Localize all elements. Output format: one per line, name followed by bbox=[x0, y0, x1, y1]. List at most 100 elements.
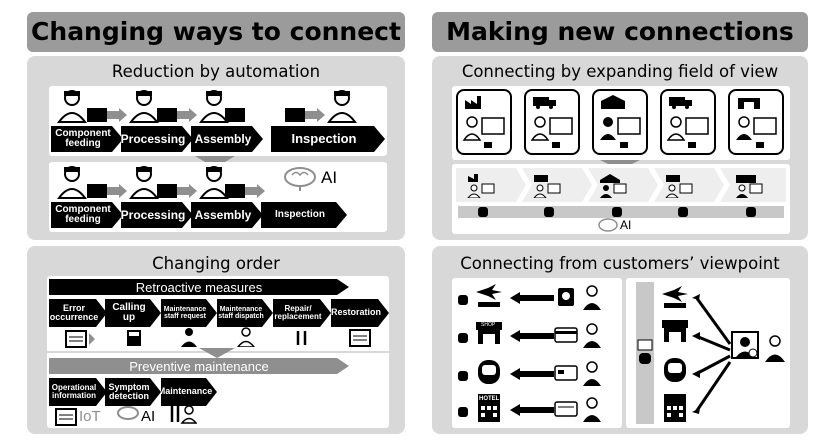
shop-label: SHOP bbox=[481, 322, 496, 328]
left-arrow-icon bbox=[510, 404, 554, 416]
customer-left-box: SHOP HOTEL bbox=[452, 278, 622, 428]
tools-icon bbox=[296, 331, 307, 345]
airport-icon bbox=[476, 284, 502, 307]
operator-icon bbox=[462, 116, 505, 148]
ai-label: AI bbox=[620, 218, 632, 232]
step-repair-replacement: Repair/ replacement bbox=[273, 299, 331, 327]
database-icon bbox=[458, 407, 468, 417]
field-bottom-row: AI bbox=[452, 164, 790, 234]
step-processing: Processing bbox=[121, 126, 193, 152]
field-top-row bbox=[452, 86, 790, 160]
staff-icon bbox=[181, 328, 197, 347]
part-block bbox=[225, 108, 245, 122]
retroactive-bar: Retroactive measures bbox=[49, 279, 349, 295]
maintenance-staff-icon bbox=[170, 405, 197, 424]
customer-panel: Connecting from customers’ viewpoint SHO… bbox=[432, 246, 808, 434]
site-frame bbox=[728, 89, 784, 155]
step-maintenance-staff-dispatch: Maintenance staff dispatch bbox=[217, 299, 273, 327]
step-calling-up: Calling up bbox=[105, 299, 161, 327]
robot-cleaner-icon bbox=[664, 358, 686, 382]
database-icon bbox=[458, 371, 468, 381]
worker-icon bbox=[129, 166, 159, 199]
order-title: Changing order bbox=[152, 254, 280, 273]
site-mini-icon bbox=[533, 175, 561, 198]
part-block bbox=[157, 108, 177, 122]
customer-icon bbox=[583, 323, 601, 348]
part-block bbox=[87, 108, 107, 122]
automation-row2: AI Component feeding Processing Assembly… bbox=[49, 162, 387, 232]
part-block bbox=[225, 184, 245, 198]
profile-database-icon bbox=[637, 339, 653, 364]
site-mini-icon bbox=[600, 174, 627, 198]
worker-icon bbox=[57, 166, 87, 199]
shop-icon bbox=[476, 322, 502, 344]
hotel-icon bbox=[664, 394, 686, 422]
step-component-feeding: Component feeding bbox=[51, 126, 123, 152]
shop-icon bbox=[662, 320, 688, 342]
database-icon bbox=[458, 295, 468, 305]
step-error-occurrence: Error occurrence bbox=[49, 299, 107, 327]
database-icon bbox=[478, 207, 488, 217]
database-icon bbox=[678, 207, 688, 217]
passport-icon bbox=[558, 288, 574, 306]
ai-label: AI bbox=[321, 168, 338, 187]
step-operational-information: Operational information bbox=[49, 378, 107, 406]
worker-icon bbox=[199, 166, 229, 199]
step-maintenance: Maintenance bbox=[161, 378, 217, 406]
connection-arrows bbox=[692, 294, 732, 414]
step-maintenance-staff-request: Maintenance staff request bbox=[161, 299, 217, 327]
brain-icon bbox=[284, 167, 316, 191]
left-arrow-icon bbox=[510, 368, 554, 380]
database-icon bbox=[746, 207, 756, 217]
step-processing: Processing bbox=[121, 202, 193, 228]
store-icon bbox=[738, 98, 760, 109]
arrow-icon bbox=[107, 108, 127, 122]
arrow-icon bbox=[177, 108, 197, 122]
automation-row1: Component feeding Processing Assembly In… bbox=[49, 86, 387, 156]
site-mini-icon bbox=[736, 175, 763, 198]
arrow-icon bbox=[305, 108, 325, 122]
down-arrow-icon bbox=[199, 348, 235, 358]
machine-icon bbox=[55, 408, 77, 426]
order-panel: Changing order Retroactive measures Erro… bbox=[27, 246, 405, 434]
brain-icon bbox=[117, 406, 139, 420]
order-box: Retroactive measures Error occurrence Ca… bbox=[47, 276, 389, 428]
customer-icon bbox=[583, 285, 601, 310]
customer-icon bbox=[583, 397, 601, 422]
site-frame bbox=[592, 89, 648, 155]
warehouse-icon bbox=[601, 95, 625, 109]
operator-icon bbox=[600, 117, 641, 148]
truck-icon bbox=[669, 97, 692, 109]
step-restoration: Restoration bbox=[331, 299, 389, 327]
site-frame bbox=[660, 89, 716, 155]
worker-icon bbox=[57, 90, 87, 123]
part-block bbox=[157, 184, 177, 198]
step-inspection: Inspection bbox=[261, 202, 347, 228]
site-mini-icon bbox=[467, 174, 495, 198]
arrow-icon bbox=[107, 184, 127, 198]
site-frame bbox=[456, 89, 512, 155]
left-header: Changing ways to connect bbox=[27, 12, 405, 52]
ai-label: AI bbox=[141, 408, 156, 425]
step-assembly: Assembly bbox=[191, 126, 263, 152]
factory-icon bbox=[465, 96, 481, 109]
machine-icon bbox=[349, 329, 371, 347]
database-icon bbox=[458, 333, 468, 343]
hotel-label: HOTEL bbox=[479, 396, 500, 402]
card-icon bbox=[554, 365, 578, 381]
database-icon bbox=[544, 207, 554, 217]
robot-cleaner-icon bbox=[478, 360, 500, 384]
automation-title: Reduction by automation bbox=[111, 62, 321, 81]
part-block bbox=[87, 184, 107, 198]
card-icon bbox=[554, 327, 578, 343]
step-assembly: Assembly bbox=[191, 202, 263, 228]
step-inspection: Inspection bbox=[271, 126, 385, 152]
worker-icon bbox=[129, 90, 159, 123]
field-title: Connecting by expanding field of view bbox=[461, 62, 779, 81]
face-recognition-icon bbox=[731, 331, 759, 359]
phone-icon bbox=[127, 330, 141, 346]
left-arrow-icon bbox=[510, 292, 554, 304]
iot-label: IoT bbox=[79, 408, 101, 425]
arrow-icon bbox=[245, 184, 265, 198]
field-panel: Connecting by expanding field of view AI bbox=[432, 56, 808, 240]
